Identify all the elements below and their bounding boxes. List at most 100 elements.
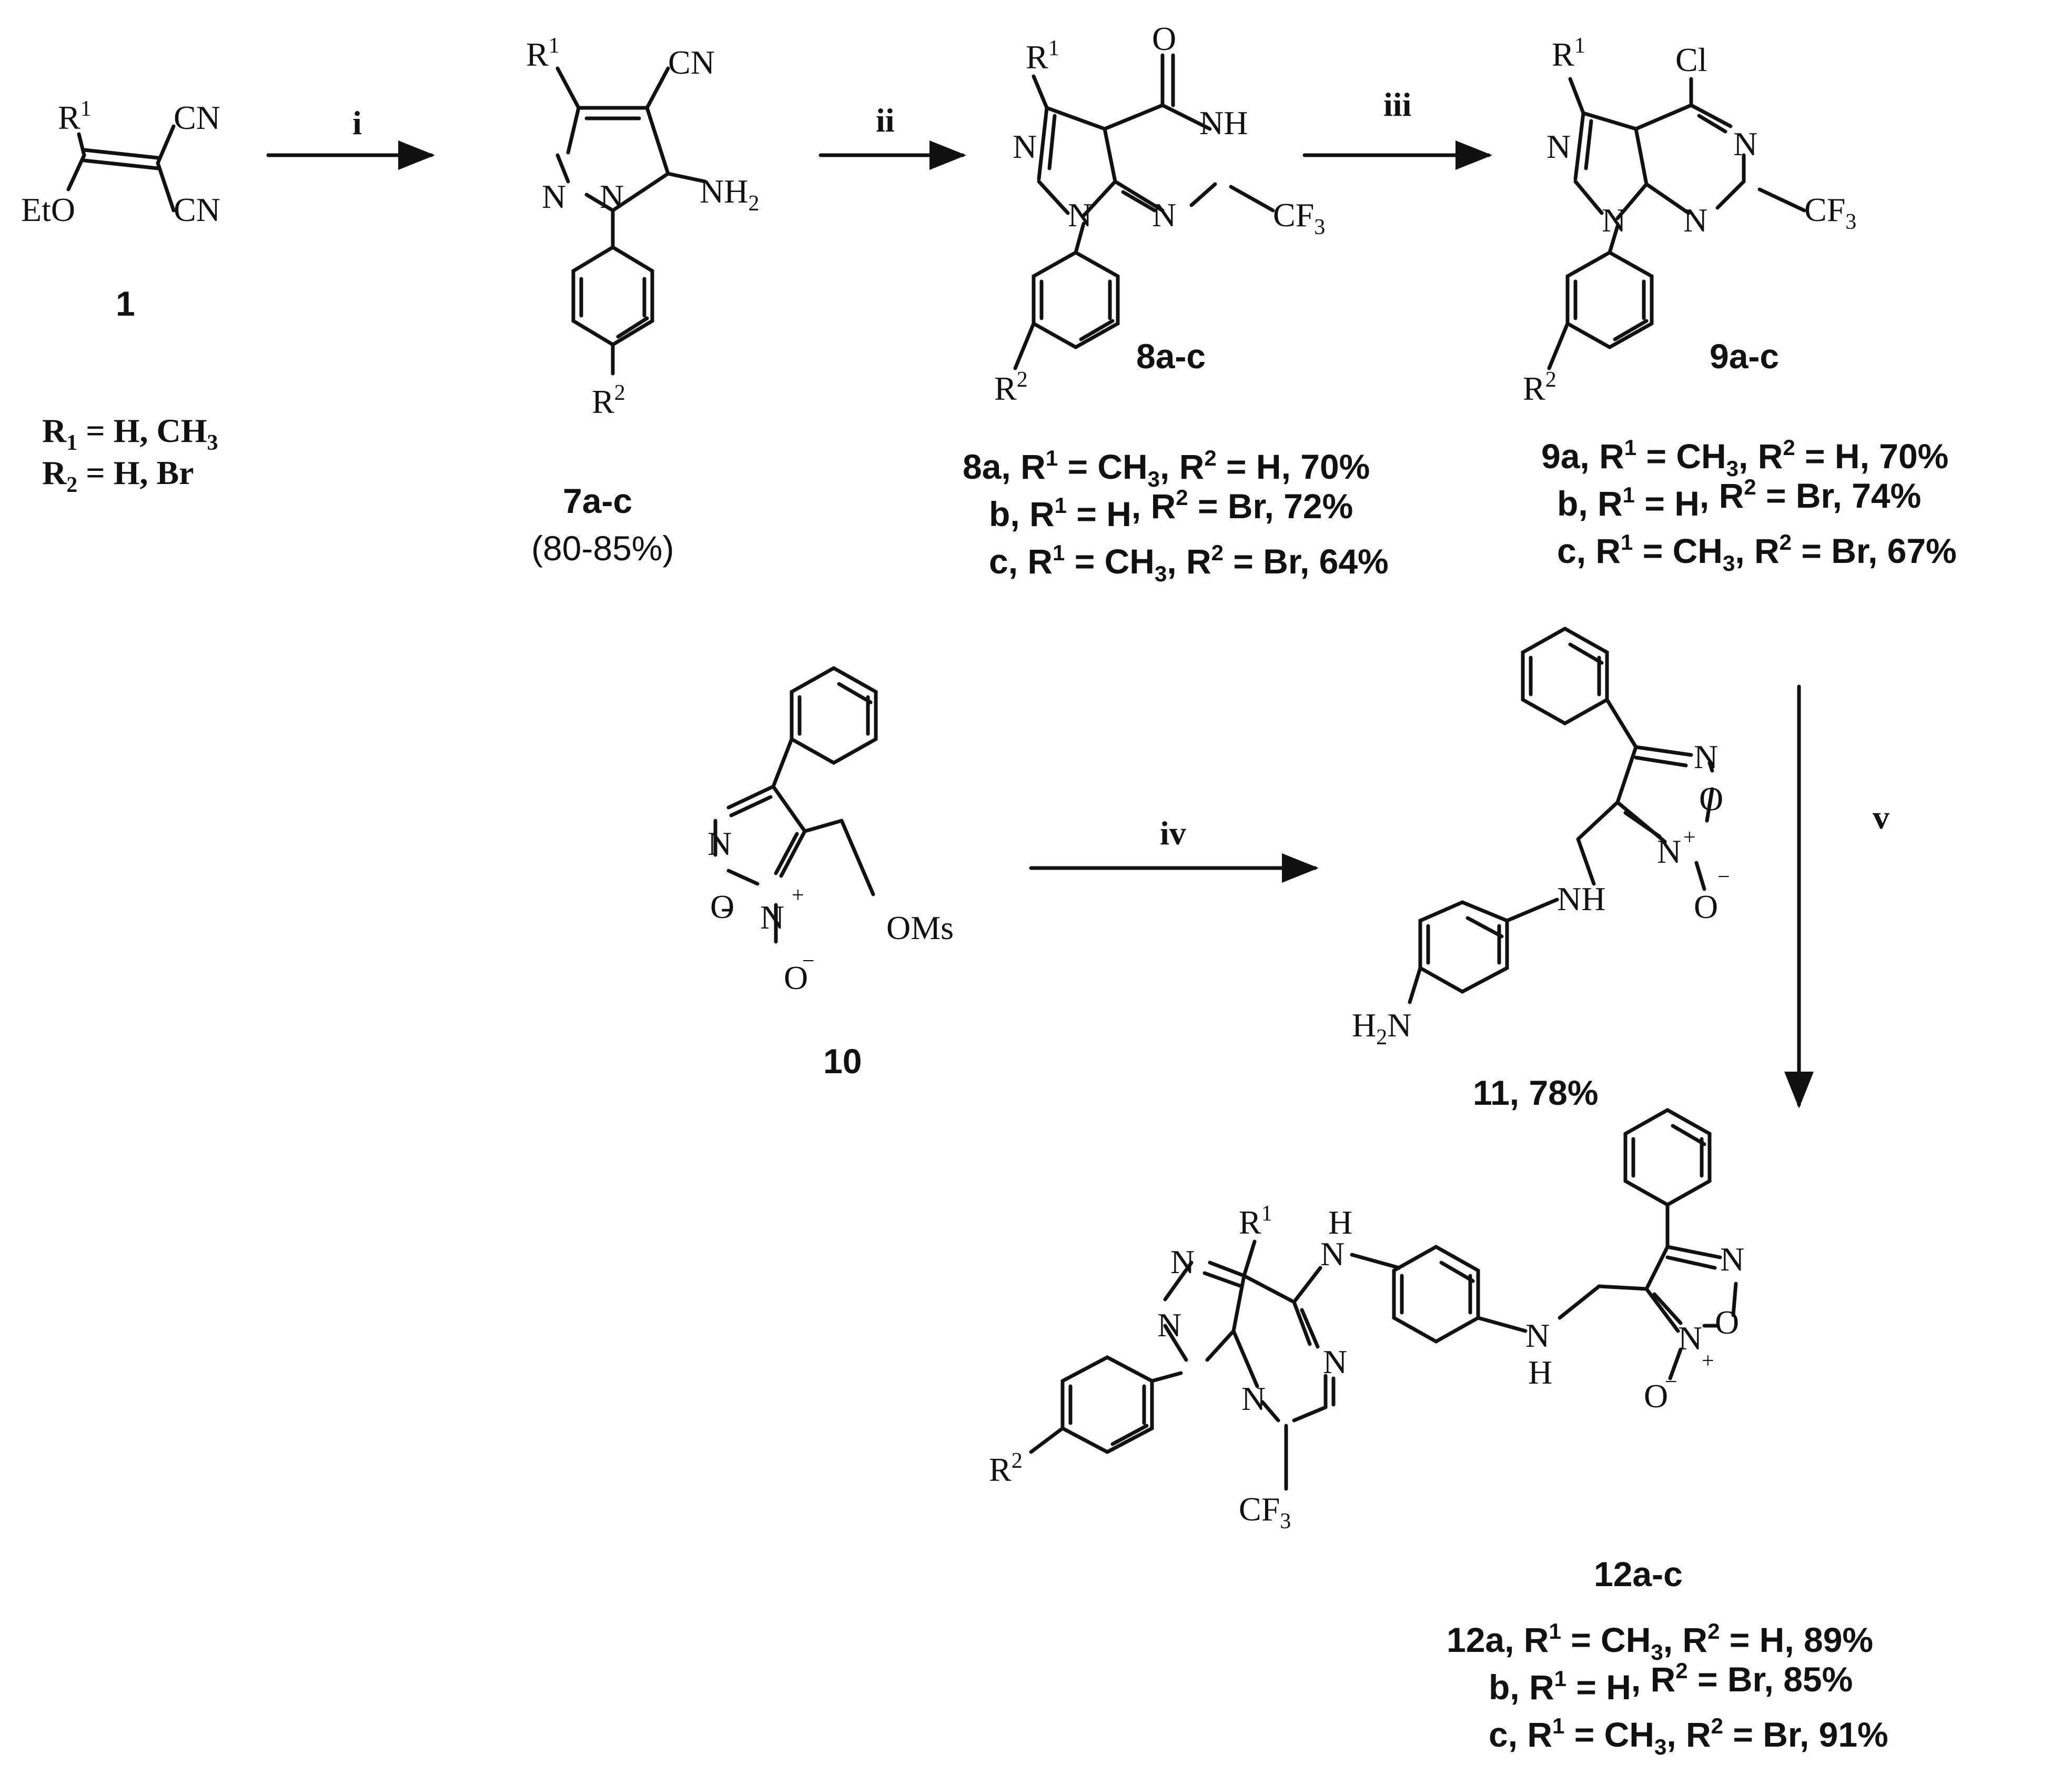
series-8-row-3: c, R1 = CH3, R2 = Br, 64% [989,540,1389,586]
compound-7-nh2: NH2 [700,173,759,216]
compound-10-plus: + [792,883,804,907]
compound-8-n2: N [1013,128,1037,165]
compound-12-cf3: CF3 [1239,1490,1291,1534]
compound-11-minus: − [1717,865,1730,889]
compound-7-r1: R1 [526,34,560,73]
compound-11-o-minus: O [1694,888,1718,925]
compound-8-o: O [1152,20,1176,57]
compound-12-label: 12a-c [1594,1555,1683,1594]
compound-11-n: N [1694,738,1718,775]
compound-10-o-ring: O [710,888,734,925]
step-v-label: v [1873,799,1889,836]
compound-7-n2: N [542,178,566,215]
compound-12-n2: N [1170,1243,1195,1280]
compound-9: R1 Cl N N N N CF3 R2 9a-c 9a, R1 = CH3, … [1523,34,1957,576]
compound-12-nh-top-h: H [1328,1204,1352,1241]
compound-10-minus: − [802,949,815,973]
compound-11-n-plus: N [1657,833,1681,870]
compound-12-nh-top-n: N [1320,1235,1345,1273]
step-ii-label: ii [876,102,895,139]
compound-7-r2: R2 [592,381,625,420]
compound-7-label: 7a-c [563,481,632,520]
series-8-row-1: 8a, R1 = CH3, R2 = H, 70% [963,446,1370,491]
compound-8-r2: R2 [994,368,1028,407]
compound-8: R1 O NH N N N CF3 R2 8a-c 8a, R1 = CH3, … [963,20,1389,586]
compound-7-n1: N [600,178,624,215]
series-8-row-2: b, R1 = H, R2 = Br, 72% [989,485,1353,533]
compound-12-o-minus: O [1644,1377,1668,1415]
compound-9-cl: Cl [1675,41,1707,78]
compound-9-r2: R2 [1523,368,1556,407]
arrow-step-iv: iv [1029,814,1319,883]
compound-8-r1: R1 [1026,36,1059,76]
compound-9-bonds [1547,77,1806,370]
r-definitions: R1 = H, CH3 R2 = H, Br [42,412,218,497]
compound-10-ring-dash: - [721,888,732,925]
compound-7-cn: CN [668,44,715,81]
compound-10-n-plus: N [760,899,784,936]
compound-10-o-minus: O [784,959,808,996]
compound-12: R1 N N N N H N N H N O N + O − CF3 R2 12… [989,1107,1888,1759]
series-12-row-2: b, R1 = H, R2 = Br, 85% [1489,1658,1853,1707]
step-iv-label: iv [1160,814,1186,852]
arrow-step-i: i [266,104,435,170]
compound-12-furoxan-n: N [1720,1241,1744,1278]
arrow-step-iii: iii [1302,86,1492,170]
compound-1-bonds [66,124,176,213]
compound-8-cf3: CF3 [1273,196,1325,239]
compound-11-h2n: H2N [1352,1006,1411,1050]
compound-12-nh-link-h: H [1528,1354,1552,1391]
compound-9-n7: N [1683,201,1707,239]
compound-8-n7: N [1152,196,1176,234]
compound-8-n1: N [1068,196,1092,234]
r1-definition: R1 = H, CH3 [42,412,218,455]
compound-12-n5: N [1323,1343,1347,1380]
compound-10: N O - N + O − OMs 10 [707,665,954,1081]
compound-1-r1: R1 [58,97,92,136]
compound-7-bonds [555,66,707,376]
compound-1-cn-top: CN [174,99,220,136]
series-12-row-3: c, R1 = CH3, R2 = Br, 91% [1489,1713,1888,1759]
compound-12-nh-link-n: N [1525,1317,1550,1354]
compound-10-bonds [713,665,878,944]
compound-9-n2: N [1547,128,1571,165]
compound-1-eto: EtO [21,191,75,228]
compound-11-label: 11, 78% [1473,1073,1599,1112]
compound-11-plus: + [1683,825,1696,850]
compound-10-n: N [707,825,732,862]
compound-1: R1 CN EtO CN 1 [21,97,220,323]
compound-12-n1: N [1157,1306,1181,1344]
compound-12-minus: − [1665,1370,1677,1394]
compound-12-r1: R1 [1239,1202,1272,1241]
arrow-step-ii: ii [818,102,966,170]
compound-10-label: 10 [823,1042,862,1081]
series-9-row-2: b, R1 = H, R2 = Br, 74% [1557,475,1921,523]
compound-8-label: 8a-c [1136,337,1206,376]
compound-9-label: 9a-c [1710,337,1779,376]
compound-8-bonds [1013,53,1275,370]
compound-9-cf3: CF3 [1804,191,1856,234]
compound-8-series: 8a, R1 = CH3, R2 = H, 70% b, R1 = H, R2 … [963,446,1389,586]
compound-11-o-ring: O [1699,780,1723,818]
r2-definition: R2 = H, Br [42,454,194,497]
series-9-row-1: 9a, R1 = CH3, R2 = H, 70% [1541,435,1948,481]
compound-1-label: 1 [116,284,135,323]
compound-10-oms: OMs [886,909,954,946]
compound-9-n5: N [1733,125,1757,163]
compound-11-nh: NH [1557,880,1605,917]
step-iii-label: iii [1383,86,1411,123]
compound-12-n7: N [1241,1380,1266,1417]
compound-7: R1 CN N N NH2 R2 7a-c (80-85%) [526,34,759,568]
compound-12-bonds [1029,1107,1738,1491]
compound-12-series: 12a, R1 = CH3, R2 = H, 89% b, R1 = H, R2… [1447,1619,1888,1759]
compound-12-r2: R2 [989,1449,1023,1488]
compound-9-series: 9a, R1 = CH3, R2 = H, 70% b, R1 = H, R2 … [1541,435,1957,576]
step-i-label: i [352,104,362,142]
compound-12-plus: + [1702,1349,1714,1373]
compound-9-n1: N [1602,201,1626,239]
compound-12-furoxan-o: O [1715,1304,1739,1341]
arrow-step-v: v [1784,684,1889,1108]
compound-12-furoxan-n-plus: N [1678,1319,1702,1357]
series-9-row-3: c, R1 = CH3, R2 = Br, 67% [1557,530,1957,576]
